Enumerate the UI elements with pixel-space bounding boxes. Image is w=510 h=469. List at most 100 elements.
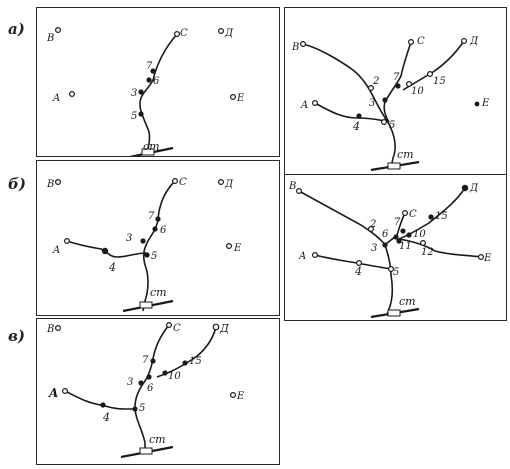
point-e-marker <box>230 93 237 100</box>
point-a-label: A <box>298 251 306 262</box>
station-marker <box>141 148 155 156</box>
node-7-marker <box>155 216 161 222</box>
node-4-marker <box>101 247 109 255</box>
panel-b-diagram: B C Д A E 7 6 3 5 4 ст <box>46 177 242 313</box>
point-c-label: C <box>180 28 188 39</box>
route-path-a <box>314 254 392 270</box>
node-7-label: 7 <box>146 61 153 72</box>
point-c-label: C <box>409 209 417 220</box>
panel-v: B C Д A E 7 6 10 15 3 5 4 ст <box>36 318 280 465</box>
station-label: ст <box>150 286 167 299</box>
node-3-label: 3 <box>126 233 132 244</box>
point-e-marker <box>230 391 237 398</box>
point-d-marker <box>218 28 225 35</box>
node-10-label: 10 <box>413 229 426 240</box>
point-a-label: A <box>52 93 60 104</box>
point-d-marker <box>461 184 469 192</box>
point-c-marker <box>407 39 414 46</box>
point-d-label: Д <box>224 28 234 39</box>
point-b-label: B <box>291 42 299 53</box>
point-c-label: C <box>417 36 425 47</box>
node-5-marker <box>144 252 150 258</box>
point-d-label: Д <box>219 322 230 335</box>
panel-v-diagram: B C Д A E 7 6 10 15 3 5 4 ст <box>46 321 245 459</box>
node-10-marker <box>405 80 412 87</box>
node-6-marker <box>146 77 152 83</box>
station-marker <box>387 162 401 170</box>
route-path-a <box>314 102 390 123</box>
station-label: ст <box>397 148 414 161</box>
node-11-label: 11 <box>399 241 412 252</box>
node-3-label: 3 <box>371 243 377 254</box>
node-2-marker <box>367 225 374 232</box>
station-marker <box>139 447 153 455</box>
node-5-marker <box>387 265 394 272</box>
node-4-label: 4 <box>354 265 362 278</box>
panel-a: B C Д A E 7 6 3 5 ст <box>36 7 280 157</box>
point-d-marker <box>218 179 225 186</box>
node-3-marker <box>382 97 388 103</box>
node-11-marker <box>396 238 402 244</box>
panel-label-v: в) <box>8 327 25 345</box>
node-4-marker <box>356 113 362 119</box>
panel-d: B C Д A E 2 7 6 10 15 3 11 12 5 4 ст <box>284 174 507 321</box>
node-7-label: 7 <box>393 72 400 83</box>
node-6-label: 6 <box>147 383 154 394</box>
point-b-marker <box>300 40 307 47</box>
route-path-e <box>398 238 482 258</box>
point-c-marker <box>166 321 173 329</box>
point-b-marker <box>55 27 62 34</box>
node-3-marker <box>382 242 388 248</box>
point-e-label: E <box>233 243 242 254</box>
node-3-marker <box>138 89 144 95</box>
route-path-d <box>156 326 217 378</box>
node-7-marker <box>150 68 156 74</box>
point-a-label: A <box>48 386 58 400</box>
route-path <box>302 43 396 169</box>
node-12-marker <box>420 239 427 246</box>
point-c-marker <box>174 31 181 38</box>
panel-label-b: б) <box>8 175 26 193</box>
point-c-marker <box>401 209 408 216</box>
node-4-marker <box>355 259 362 266</box>
station-label: ст <box>399 295 416 308</box>
node-5-label: 5 <box>393 267 399 278</box>
node-15-marker <box>428 214 434 220</box>
panel-a-diagram: B C Д A E 7 6 3 5 ст <box>46 27 245 156</box>
node-10-marker <box>406 232 412 238</box>
route-path <box>142 180 176 312</box>
node-4-label: 4 <box>108 261 116 274</box>
point-a-marker <box>64 237 71 244</box>
point-e-marker <box>226 242 233 249</box>
point-a-marker <box>312 99 319 106</box>
node-3-label: 3 <box>369 98 375 109</box>
point-d-label: Д <box>469 183 479 194</box>
node-4-label: 4 <box>102 411 110 424</box>
node-15-label: 15 <box>433 76 446 87</box>
point-d-marker <box>461 38 468 45</box>
node-3-marker <box>138 380 144 386</box>
route-path-a <box>66 240 148 258</box>
point-a-marker <box>312 251 319 258</box>
point-b-label: B <box>46 33 54 44</box>
panel-g: B C Д A E 2 7 10 15 3 5 4 ст <box>284 7 507 177</box>
node-7-label: 7 <box>148 211 155 222</box>
point-a-marker <box>68 90 75 97</box>
point-b-marker <box>296 188 303 195</box>
node-6-label: 6 <box>160 225 167 236</box>
panel-label-a: а) <box>8 20 25 38</box>
node-3-label: 3 <box>131 88 137 99</box>
node-6-marker <box>152 226 158 232</box>
node-5-label: 5 <box>139 403 145 414</box>
point-a-label: A <box>52 245 60 256</box>
station-marker <box>387 309 401 317</box>
node-5-label: 5 <box>151 251 157 262</box>
node-10-label: 10 <box>168 371 181 382</box>
point-b-label: B <box>288 181 296 192</box>
node-6-label: 6 <box>382 229 389 240</box>
point-c-marker <box>172 178 179 185</box>
point-b-marker <box>55 324 62 332</box>
node-15-marker <box>427 70 434 77</box>
point-b-label: B <box>46 324 54 335</box>
panel-d-diagram: B C Д A E 2 7 6 10 15 3 11 12 5 4 ст <box>288 181 492 319</box>
